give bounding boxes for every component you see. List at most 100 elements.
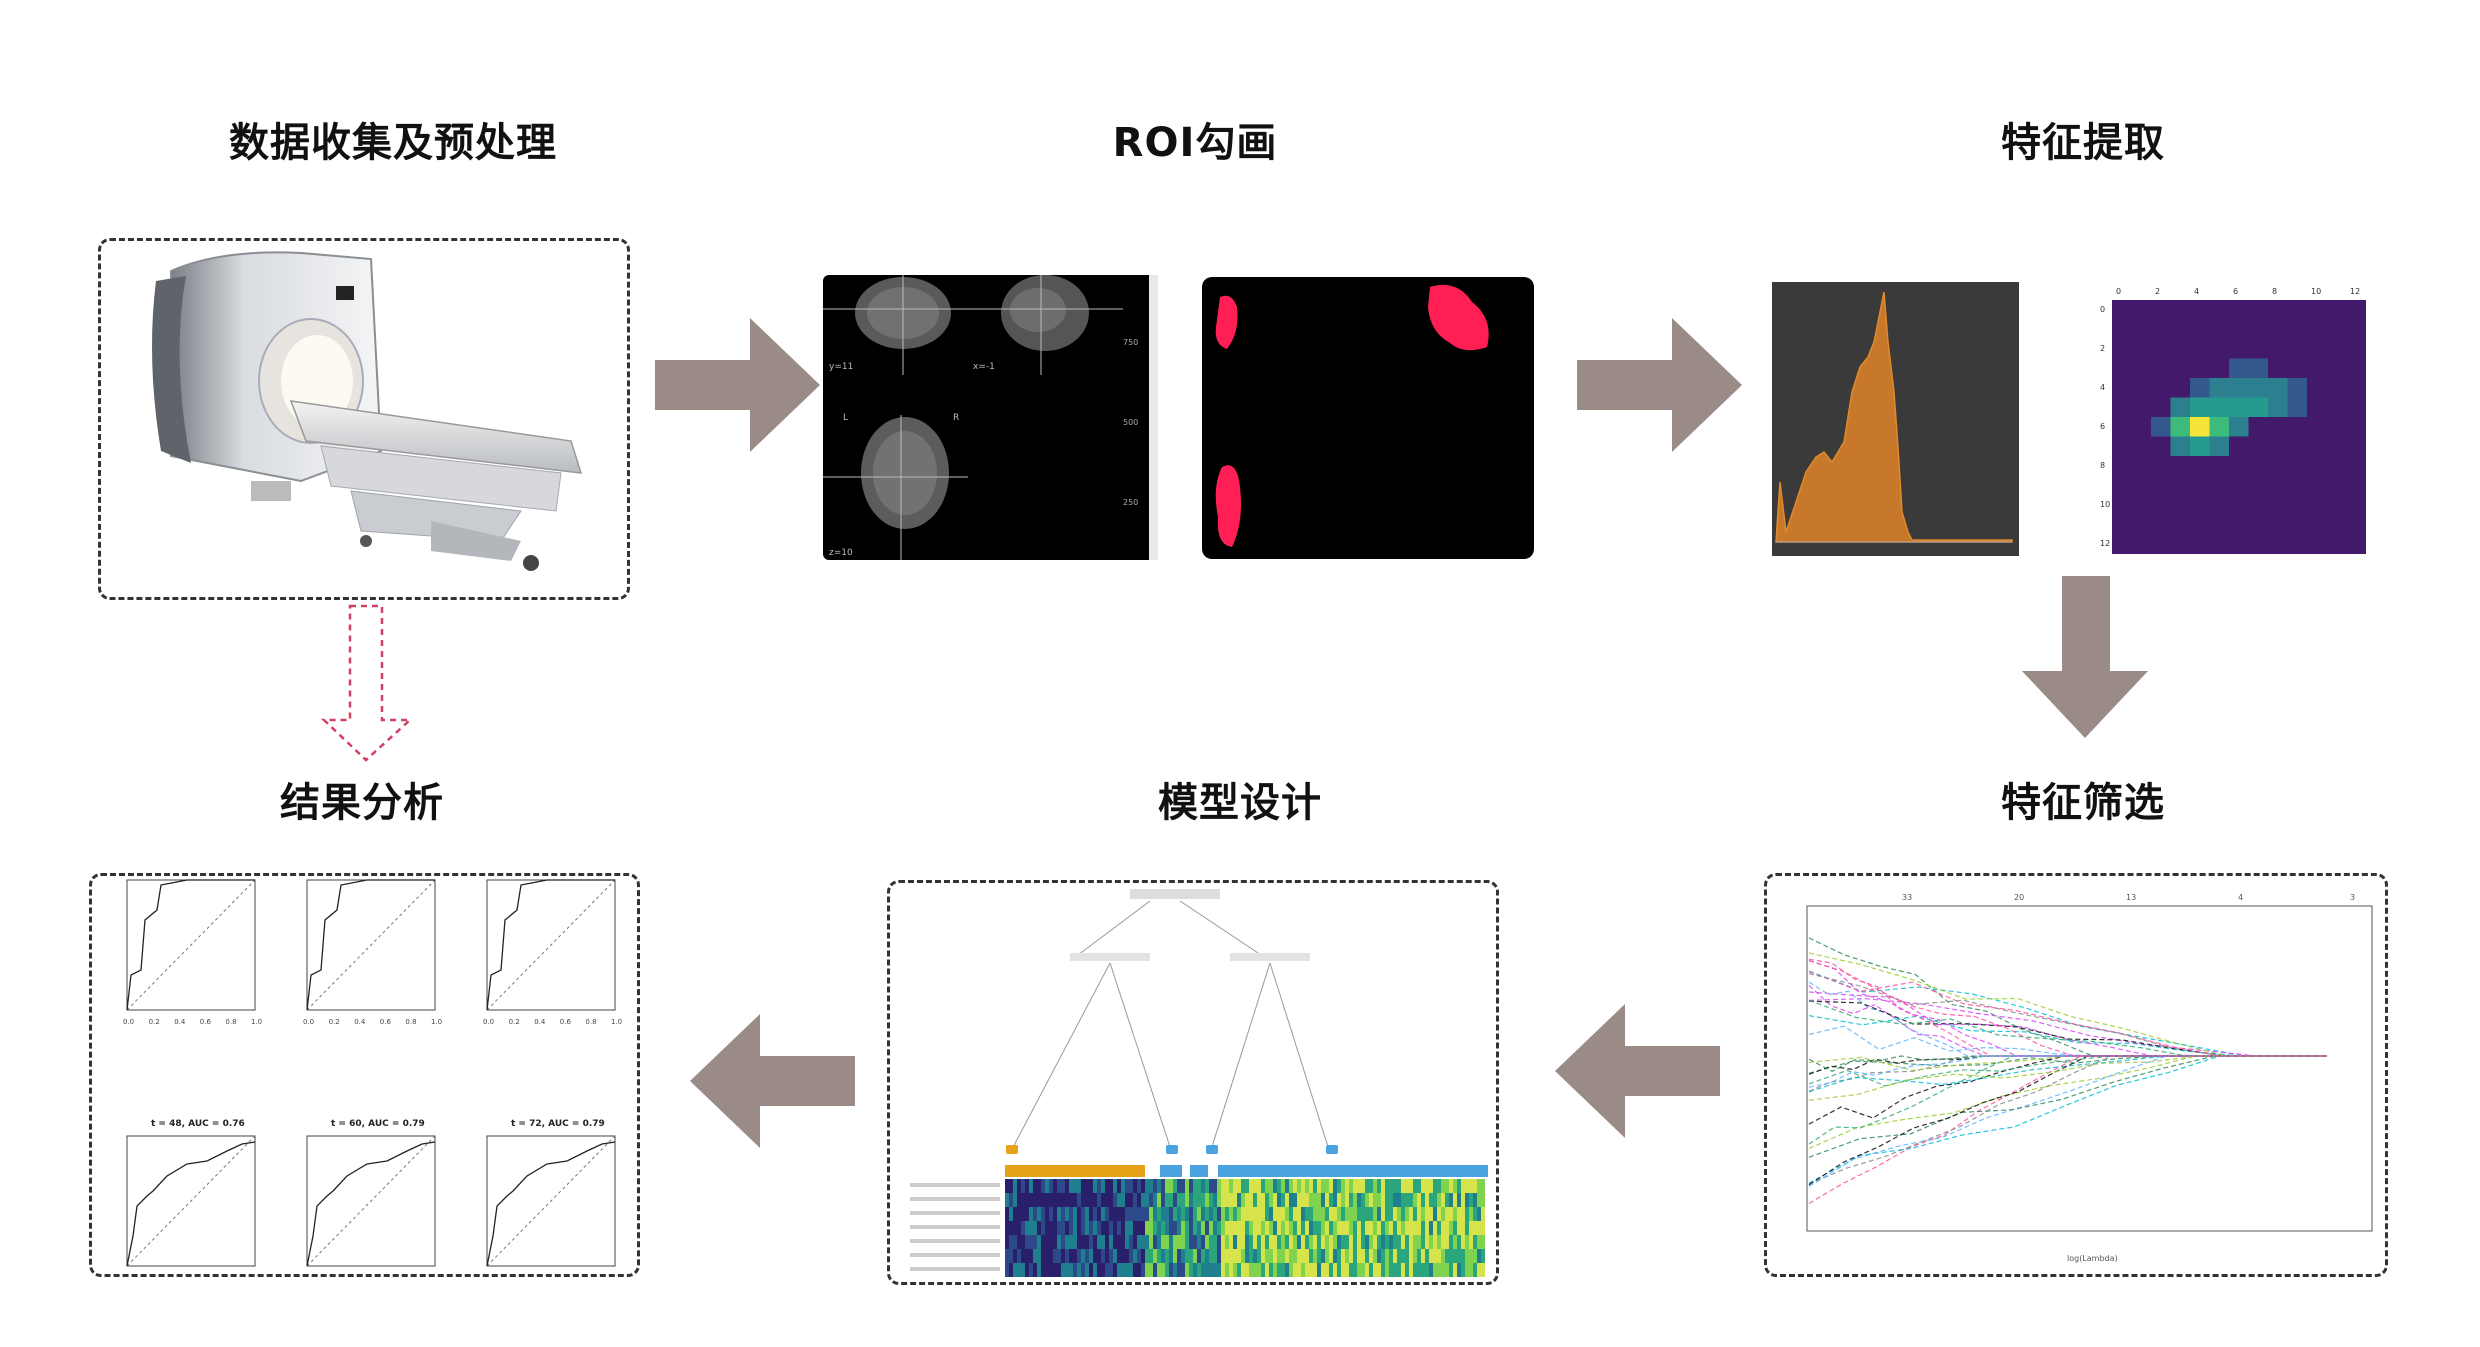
heatmap-cell: [2209, 397, 2230, 418]
heatmap-cell: [2268, 475, 2288, 496]
tree-root-node: [1130, 889, 1220, 899]
arrow-right-icon: [1577, 318, 1742, 452]
heatmap-cell: [2248, 319, 2269, 340]
heatmap-cell: [2268, 514, 2288, 535]
lasso-path: [1808, 937, 2327, 1057]
heatmap-cell: [2190, 534, 2210, 554]
heatmap-cell: [2346, 358, 2366, 379]
decision-tree-panel: [887, 880, 1499, 1285]
heatmap-cell: [2287, 514, 2308, 535]
heatmap-row-label: [910, 1239, 1000, 1243]
heatmap-cell: [2112, 436, 2132, 457]
heatmap-cell: [2190, 514, 2210, 535]
heatmap-cell: [2209, 495, 2230, 515]
heatmap-cell: [2248, 417, 2269, 437]
heatmap-cell: [2112, 378, 2132, 398]
glcm-y-tick: 8: [2100, 461, 2105, 470]
lasso-top-tick: 20: [2014, 893, 2024, 902]
heatmap-cell: [2287, 495, 2308, 515]
glcm-y-tick: 4: [2100, 383, 2105, 392]
heatmap-cell: [2131, 495, 2152, 515]
heatmap-cell: [2346, 319, 2366, 340]
lasso-path: [1808, 1055, 2327, 1125]
heatmap-cell: [2112, 319, 2132, 340]
lasso-top-tick: 33: [1902, 893, 1912, 902]
heatmap-cell: [2131, 436, 2152, 457]
lasso-path: [1808, 998, 2327, 1057]
heatmap-cell: [2287, 319, 2308, 340]
heatmap-cell: [2346, 339, 2366, 359]
step-title-roi: ROI勾画: [1112, 120, 1278, 166]
heatmap-cell: [2209, 436, 2230, 457]
heatmap-cell: [2307, 436, 2327, 457]
roc-plot-frame: [486, 1135, 616, 1267]
heatmap-cell: [2112, 456, 2132, 476]
heatmap-cell: [2170, 397, 2191, 418]
tree-node: [1230, 953, 1310, 961]
scale-label: 250: [1123, 498, 1138, 507]
heatmap-cell: [2131, 378, 2152, 398]
roc-curve: [306, 1141, 436, 1267]
heatmap-cell: [2307, 319, 2327, 340]
arrow-left-icon: [690, 1014, 855, 1148]
heatmap-cell: [2268, 358, 2288, 379]
heatmap-cell: [2248, 378, 2269, 398]
lasso-path: [1808, 1025, 2327, 1057]
roc-x-tick: 0.8: [585, 1018, 596, 1026]
heatmap-cell: [2268, 456, 2288, 476]
heatmap-cell: [2170, 475, 2191, 496]
heatmap-cell: [2151, 534, 2171, 554]
heatmap-cell: [2151, 397, 2171, 418]
heatmap-cell: [2287, 339, 2308, 359]
heatmap-row-label: [910, 1197, 1000, 1201]
heatmap-row-label: [910, 1225, 1000, 1229]
roc-x-tick: 0.0: [303, 1018, 314, 1026]
lasso-path: [1808, 1015, 2327, 1057]
heatmap-cell: [2170, 534, 2191, 554]
heatmap-cell: [2346, 300, 2366, 320]
heatmap-cell: [2248, 514, 2269, 535]
lasso-path: [1808, 981, 2327, 1057]
glcm-y-tick: 2: [2100, 344, 2105, 353]
lasso-path: [1808, 1055, 2327, 1187]
intensity-histogram: [1772, 282, 2019, 556]
heatmap-cell: [2190, 339, 2210, 359]
heatmap-cell: [2209, 300, 2230, 320]
arrow-right-icon: [655, 318, 820, 452]
heatmap-cell: [2112, 339, 2132, 359]
heatmap-cell: [2268, 300, 2288, 320]
heatmap-cell: [2346, 475, 2366, 496]
lasso-path: [1808, 960, 2327, 1057]
heatmap-cell: [2287, 417, 2308, 437]
heatmap-cell: [2307, 397, 2327, 418]
step-title-data-collection: 数据收集及预处理: [229, 120, 557, 166]
heatmap-cell: [2346, 397, 2366, 418]
heatmap-cell: [2229, 397, 2249, 418]
lasso-path: [1808, 1055, 2327, 1150]
heatmap-cell: [2326, 319, 2347, 340]
heatmap-cell: [2112, 514, 2132, 535]
lasso-path: [1808, 1055, 2327, 1092]
heatmap-cell: [2326, 436, 2347, 457]
mri-scanner-image: [152, 251, 583, 571]
heatmap-cell: [2248, 475, 2269, 496]
heatmap-cell: [2190, 300, 2210, 320]
lasso-path: [1808, 1055, 2327, 1204]
heatmap-cell: [2248, 495, 2269, 515]
roc-x-tick: 1.0: [431, 1018, 442, 1026]
heatmap-cell: [2229, 495, 2249, 515]
lasso-path: [1808, 1055, 2327, 1093]
heatmap-row-label: [910, 1253, 1000, 1257]
heatmap-cell: [2287, 456, 2308, 476]
heatmap-cell: [2190, 456, 2210, 476]
roc-plot-frame: [306, 1135, 436, 1267]
dashed-down-arrow-icon: [320, 604, 414, 762]
tree-leaf-badge: [1326, 1145, 1338, 1154]
lasso-path: [1808, 1055, 2327, 1072]
roc-x-tick: 0.8: [405, 1018, 416, 1026]
heatmap-cell: [2268, 397, 2288, 418]
roc-x-tick: 0.6: [380, 1018, 392, 1026]
roc-curve: [126, 1141, 256, 1267]
lasso-path: [1808, 1055, 2327, 1186]
heatmap-cell: [2131, 339, 2152, 359]
